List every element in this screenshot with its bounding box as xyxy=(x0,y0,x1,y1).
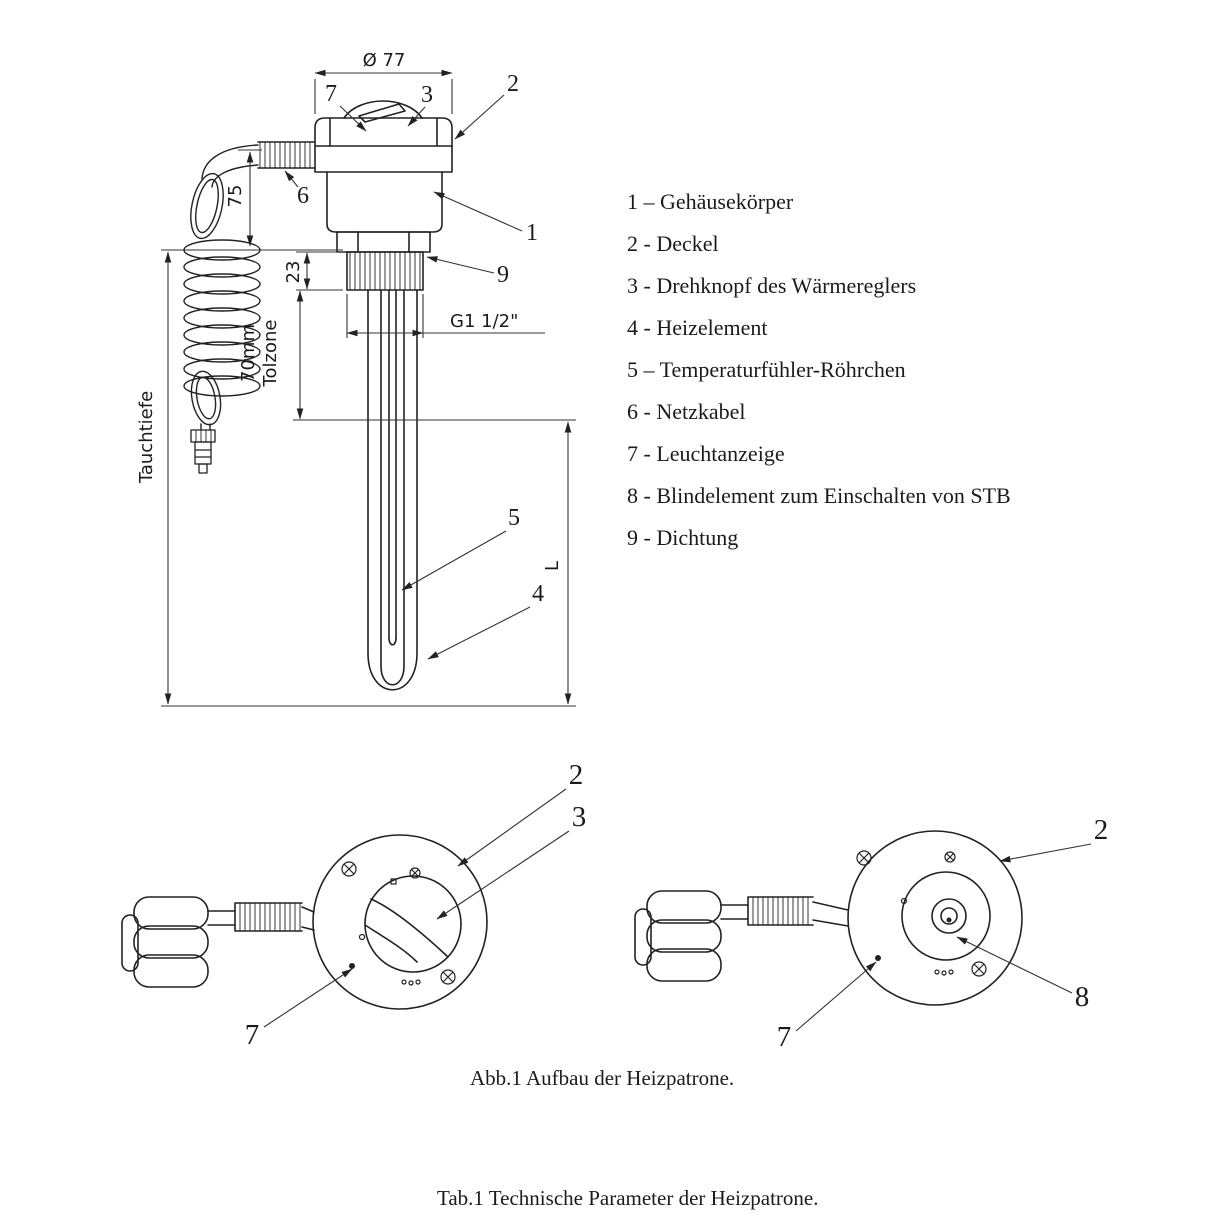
legend-item-5: 5 – Temperaturfühler-Röhrchen xyxy=(627,357,906,382)
dim-length-label: L xyxy=(542,561,563,571)
end-view-without-knob xyxy=(634,830,1023,1006)
collar-nut xyxy=(336,231,431,253)
callout-7-main: 7 xyxy=(325,81,337,107)
dim-thread-label: G1 1/2" xyxy=(450,311,518,332)
cover-outline xyxy=(847,830,1023,1006)
thread-section xyxy=(346,251,424,291)
callout-5-main: 5 xyxy=(508,505,520,531)
plug-left-view xyxy=(121,896,209,988)
legend-item-6: 6 - Netzkabel xyxy=(627,399,746,424)
legend-item-1: 1 – Gehäusekörper xyxy=(627,189,794,214)
callout-3-main: 3 xyxy=(421,82,433,108)
power-cable-coil xyxy=(183,144,261,431)
callout-9-main: 9 xyxy=(497,262,509,288)
dim-tolzone-value: 70mm xyxy=(238,324,259,382)
indicator-led-dot xyxy=(875,955,881,961)
callout-2-main: 2 xyxy=(507,71,519,97)
legend-item-3: 3 - Drehknopf des Wärmereglers xyxy=(627,273,917,298)
knob-outline xyxy=(364,875,462,973)
callout-2-right: 2 xyxy=(1094,814,1109,846)
main-view-labels: Ø 77 75 23 G1 1/2" 70mm Tolzone Tauchtie… xyxy=(136,50,563,607)
housing-body xyxy=(326,171,443,233)
callout-3-left: 3 xyxy=(572,801,587,833)
right-view-labels: 2 8 7 xyxy=(777,814,1109,1053)
parts-legend: 1 – Gehäusekörper 2 - Deckel 3 - Drehkno… xyxy=(627,181,1011,559)
cable-gland xyxy=(257,141,316,169)
legend-item-8: 8 - Blindelement zum Einschalten von STB xyxy=(627,483,1011,508)
cap-deckel xyxy=(314,117,453,173)
callout-2-left: 2 xyxy=(569,759,584,791)
callout-8-right: 8 xyxy=(1075,981,1090,1013)
callout-4-main: 4 xyxy=(532,581,544,607)
figure-caption: Abb.1 Aufbau der Heizpatrone. xyxy=(470,1066,735,1090)
dim-diameter-label: Ø 77 xyxy=(363,50,406,71)
legend-item-9: 9 - Dichtung xyxy=(627,525,739,550)
dim-tauchtiefe-label: Tauchtiefe xyxy=(136,391,157,484)
cable-gland-right-view xyxy=(720,896,849,927)
callout-leaders-right-view xyxy=(795,843,1092,1032)
plug-right-view xyxy=(634,890,722,982)
legend-item-7: 7 - Leuchtanzeige xyxy=(627,441,785,466)
left-view-labels: 2 3 7 xyxy=(245,759,587,1051)
legend-item-4: 4 - Heizelement xyxy=(627,315,768,340)
heating-element-tubes xyxy=(367,289,418,691)
end-view-with-knob xyxy=(121,834,488,1010)
dim-75-label: 75 xyxy=(225,185,246,208)
legend-item-2: 2 - Deckel xyxy=(627,231,719,256)
thermostat-knob xyxy=(343,100,423,123)
callout-leaders-main xyxy=(284,94,531,660)
cable-gland-left-view xyxy=(207,902,315,932)
cover-screws-left xyxy=(341,861,456,986)
table-caption: Tab.1 Technische Parameter der Heizpatro… xyxy=(437,1186,819,1210)
callout-leaders-left-view xyxy=(263,788,570,1028)
indicator-led-dot xyxy=(349,963,355,969)
main-assembly-view xyxy=(183,100,453,691)
dimension-lines xyxy=(161,69,576,707)
mains-plug xyxy=(190,429,216,474)
callout-7-left: 7 xyxy=(245,1019,260,1051)
dim-tolzone-label: Tolzone xyxy=(260,320,281,388)
cover-outline xyxy=(312,834,488,1010)
blind-element xyxy=(940,907,958,925)
callout-6-main: 6 xyxy=(297,183,309,209)
cover-screws-right xyxy=(856,850,987,977)
callout-7-right: 7 xyxy=(777,1021,792,1053)
callout-1-main: 1 xyxy=(526,220,538,246)
dim-23-label: 23 xyxy=(283,261,304,284)
